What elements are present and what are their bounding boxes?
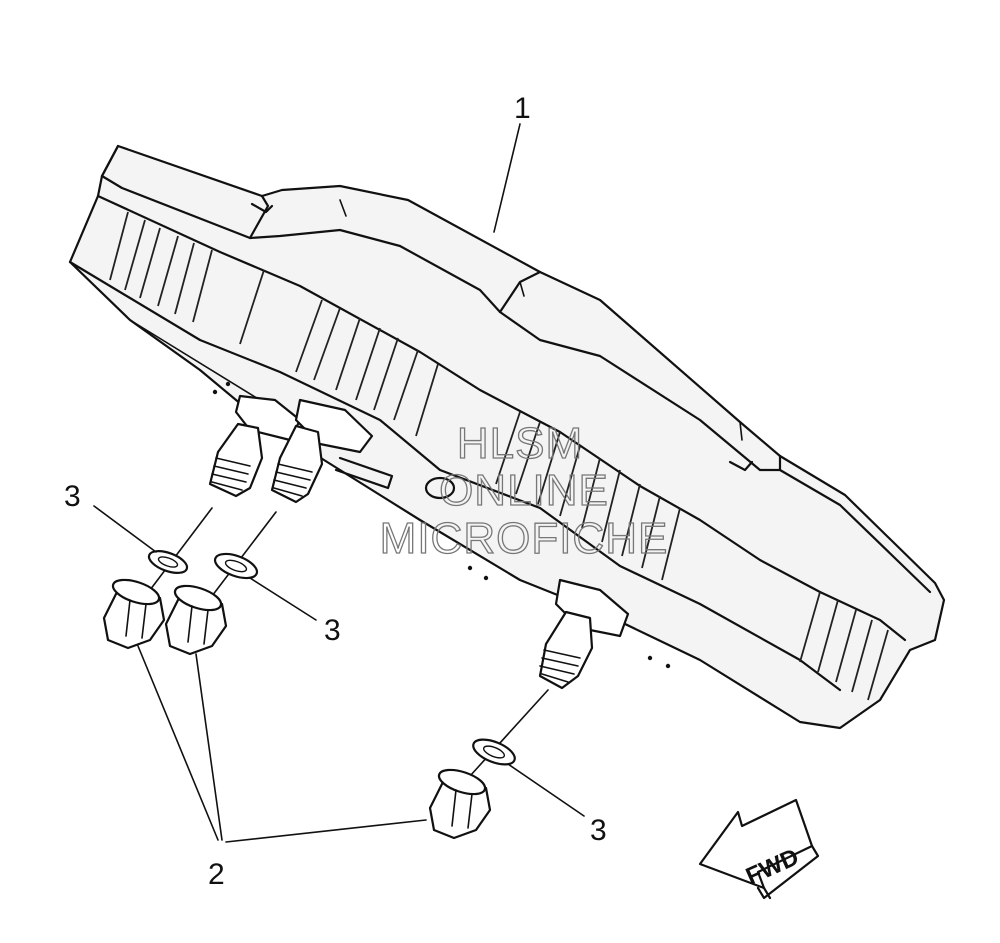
leader-line-3-right bbox=[507, 763, 585, 817]
washer-middle bbox=[213, 552, 259, 580]
fwd-arrow: FWD bbox=[698, 798, 820, 900]
callout-3-right: 3 bbox=[590, 814, 607, 847]
leader-lines-2 bbox=[137, 645, 427, 843]
leader-line-3-left bbox=[93, 505, 157, 553]
leader-line-3-middle bbox=[249, 577, 317, 621]
callout-2: 2 bbox=[208, 858, 225, 891]
callout-1: 1 bbox=[514, 92, 531, 125]
cap-nut-left bbox=[102, 578, 166, 650]
guide-line-right bbox=[469, 689, 549, 777]
callout-3-middle: 3 bbox=[324, 614, 341, 647]
cap-nut-middle bbox=[164, 584, 228, 656]
side-band-grooves bbox=[109, 211, 889, 701]
stud-right bbox=[538, 610, 594, 690]
guide-line-middle bbox=[211, 511, 277, 597]
stud-middle bbox=[270, 424, 324, 504]
washer-left bbox=[147, 550, 189, 574]
watermark-line-3: MICROFICHE bbox=[380, 514, 669, 563]
guide-line-left bbox=[149, 507, 213, 591]
leader-line-1 bbox=[493, 123, 521, 233]
stud-left bbox=[208, 422, 264, 498]
watermark-line-2: ONLINE bbox=[439, 466, 609, 515]
washer-right bbox=[472, 738, 516, 766]
watermark-line-1: HLSM bbox=[457, 419, 583, 468]
cap-nut-right bbox=[428, 768, 492, 840]
callout-3-left: 3 bbox=[64, 480, 81, 513]
watermark: HLSM ONLINE MICROFICHE bbox=[379, 418, 669, 563]
